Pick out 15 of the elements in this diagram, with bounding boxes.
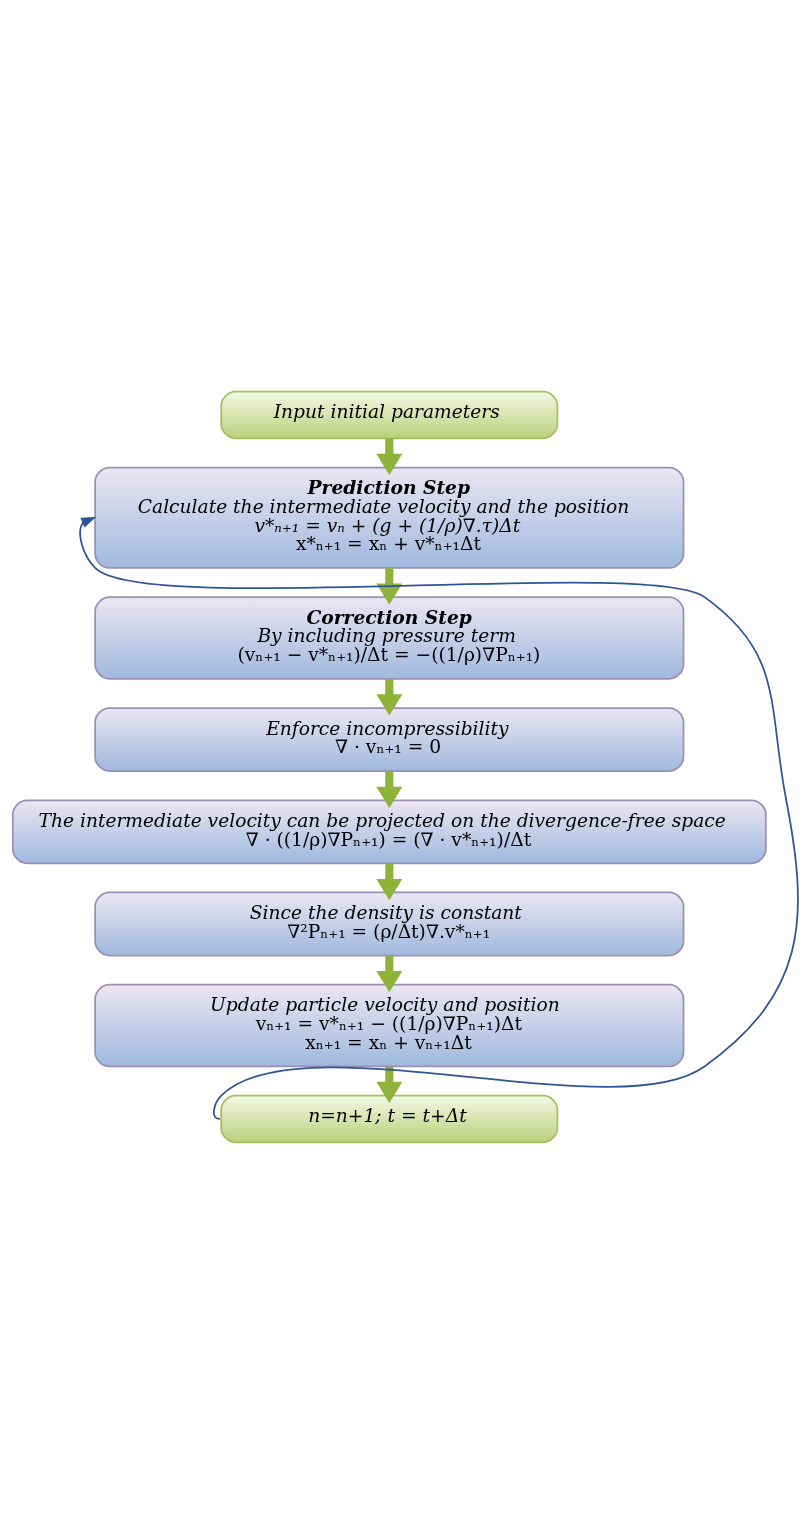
node-box: Since the density is constant ∇²Pₙ₊₁ = (ρ/Δt)∇.v*ₙ₊₁ (94, 891, 685, 956)
arrow (376, 1066, 403, 1103)
node-box: Correction Step By including pressure term (vₙ₊₁ − v*ₙ₊₁)/Δt = −((1/ρ)∇Pₙ₊₁) (94, 595, 685, 680)
node-box: The intermediate velocity can be projected on the divergence-free space ∇ · ((1/ρ)∇Pₙ₊₁) = (∇ · v*ₙ₊₁)/Δt (11, 798, 767, 864)
arrow (376, 862, 403, 900)
arrow (376, 678, 403, 716)
arrow (376, 437, 403, 475)
node-box: Input initial parameters (220, 390, 559, 439)
node-box: Prediction Step Calculate the intermediate velocity and the position v*ₙ₊₁ = vₙ + (g + (1/ρ)∇.τ)Δt x*ₙ₊₁ = xₙ + v*ₙ₊₁Δt (94, 466, 685, 569)
arrow (376, 955, 403, 992)
node-box: n=n+1; t = t+Δt (220, 1094, 559, 1143)
node-box: Enforce incompressibility ∇ · vₙ₊₁ = 0 (94, 706, 685, 772)
node-box: Update particle velocity and position vₙ₊₁ = v*ₙ₊₁ − ((1/ρ)∇Pₙ₊₁)Δt xₙ₊₁ = xₙ + vₙ₊₁Δt (94, 983, 685, 1067)
arrow (376, 567, 403, 605)
arrow (376, 770, 403, 808)
